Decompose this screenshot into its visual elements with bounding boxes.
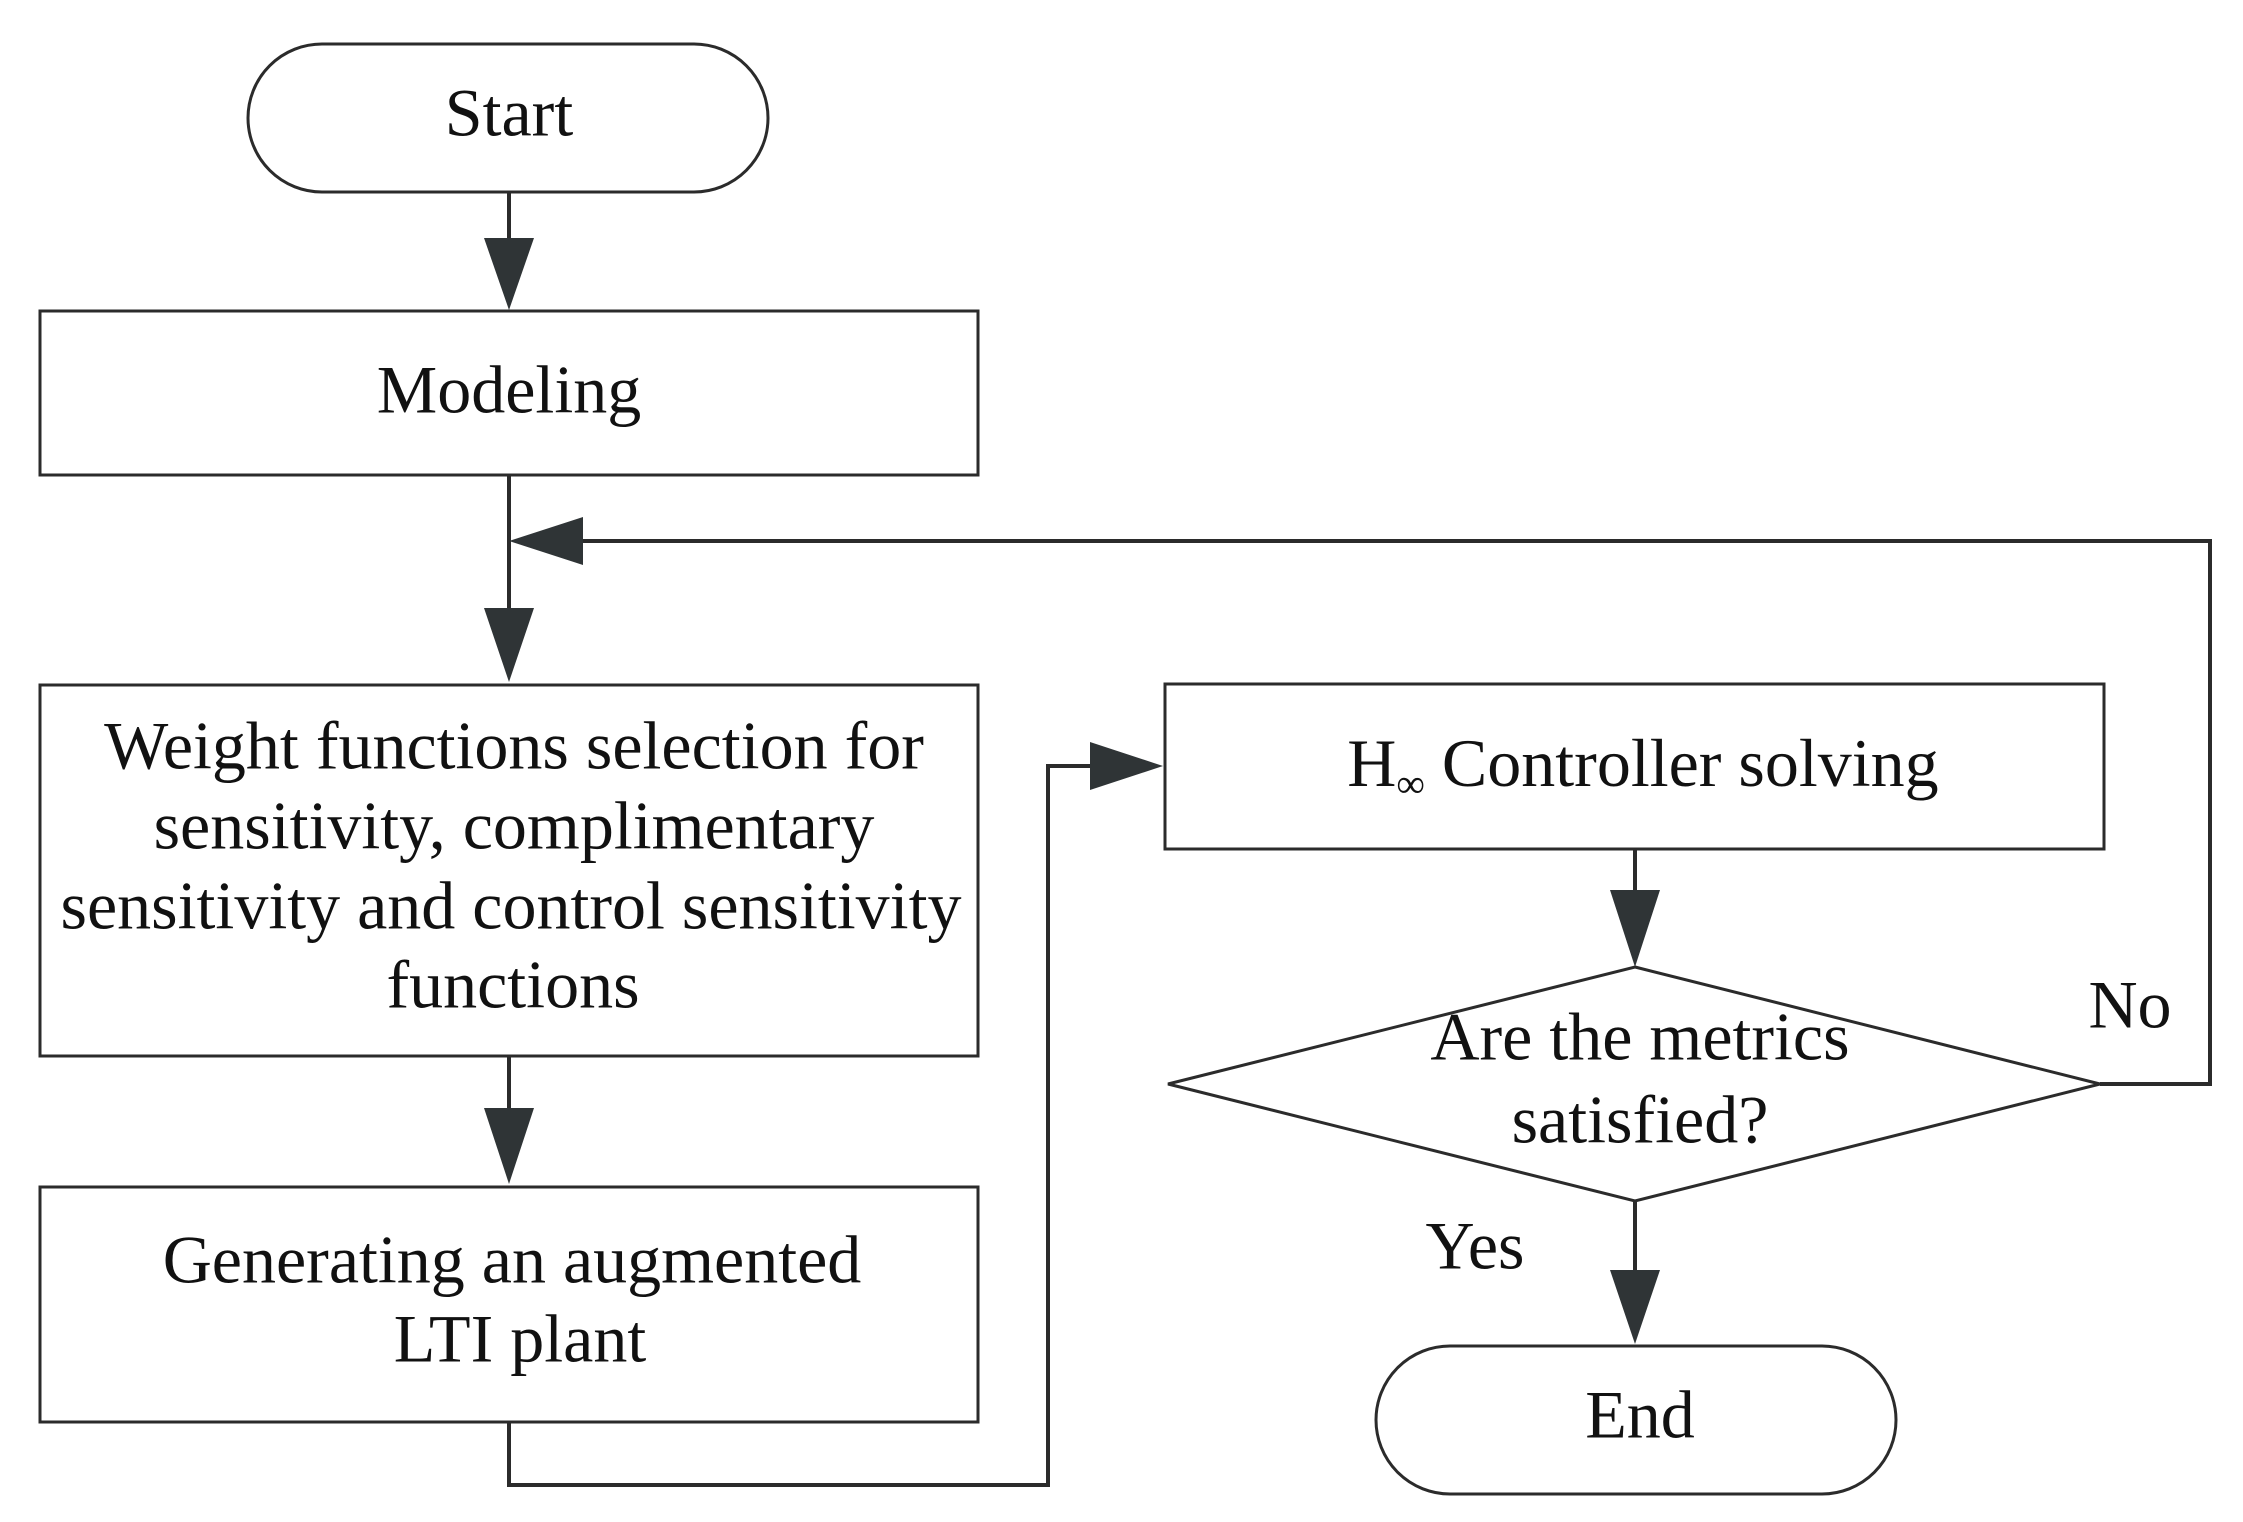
yes-label: Yes [1426, 1208, 1525, 1284]
end-label: End [1585, 1377, 1695, 1453]
controller-solving-label: H∞ Controller solving [1347, 725, 1938, 807]
infinity-subscript: ∞ [1396, 761, 1425, 806]
start-label: Start [445, 75, 574, 151]
weight-functions-line-4: functions [386, 947, 639, 1023]
arrowhead-decision-end [1610, 1270, 1660, 1344]
decision-line-1: Are the metrics [1430, 999, 1849, 1075]
controller-solving-text: Controller solving [1425, 725, 1939, 801]
augmented-plant-line-2: LTI plant [394, 1301, 647, 1377]
weight-functions-line-2: sensitivity, complimentary [154, 788, 875, 864]
edge-augmented-controller [507, 764, 1100, 1487]
start-terminal [246, 42, 770, 194]
arrowhead-controller-decision [1610, 890, 1660, 967]
weight-functions-box [38, 683, 980, 1058]
edge-decision-loop-no [580, 539, 2212, 1086]
controller-solving-box [1163, 682, 2106, 851]
arrowhead-augmented-controller [1090, 742, 1163, 790]
modeling-box [38, 309, 980, 477]
weight-functions-line-3: sensitivity and control sensitivity [61, 868, 962, 944]
end-terminal [1374, 1344, 1898, 1496]
augmented-plant-line-1: Generating an augmented [163, 1222, 862, 1298]
modeling-label: Modeling [377, 352, 641, 428]
weight-functions-line-1: Weight functions selection for [104, 708, 924, 784]
decision-line-2: satisfied? [1512, 1082, 1769, 1158]
arrowhead-start-modeling [484, 238, 534, 310]
arrowhead-weights-augmented [484, 1108, 534, 1184]
augmented-plant-box [38, 1185, 980, 1424]
no-label: No [2088, 967, 2171, 1043]
arrowhead-loop-no [509, 517, 583, 565]
arrowhead-modeling-weights [484, 608, 534, 682]
h-prefix: H [1347, 725, 1396, 801]
decision-diamond [1167, 965, 2101, 1203]
